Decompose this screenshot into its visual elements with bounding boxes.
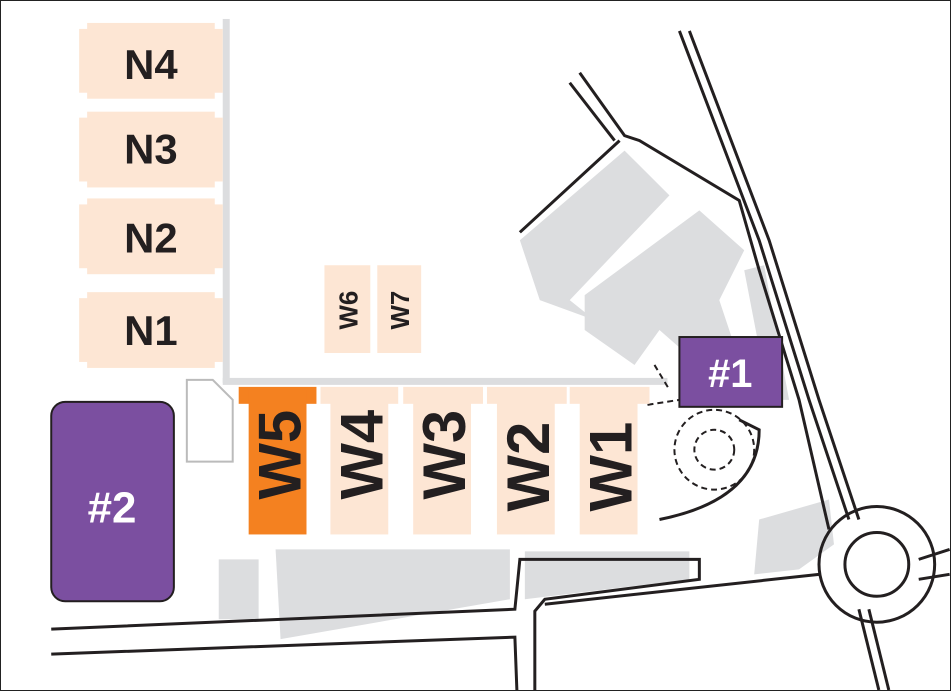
- building-label: W5: [247, 410, 314, 500]
- building-label: W7: [387, 291, 415, 330]
- parking-areas: [218, 150, 834, 640]
- roads: [51, 30, 950, 690]
- building-w7[interactable]: W7: [377, 265, 422, 353]
- building-n4[interactable]: N4: [79, 22, 223, 99]
- building-n3[interactable]: N3: [79, 111, 223, 188]
- marker-label: #1: [708, 352, 752, 396]
- building-label: W4: [328, 410, 395, 500]
- building-label: W2: [495, 422, 562, 512]
- building-label: W6: [335, 291, 363, 330]
- building-w1[interactable]: W1: [569, 386, 650, 535]
- building-w5[interactable]: W5: [238, 386, 317, 535]
- marker-2[interactable]: #2: [50, 400, 175, 603]
- wall-horizontal: [222, 377, 668, 385]
- building-label: N2: [124, 214, 178, 261]
- building-label: N3: [124, 126, 178, 173]
- building-label: W1: [578, 422, 645, 512]
- marker-label: #2: [88, 483, 137, 532]
- building-label: N1: [124, 307, 178, 354]
- building-w4[interactable]: W4: [320, 386, 399, 535]
- building-n2[interactable]: N2: [79, 198, 223, 275]
- building-label: W3: [411, 410, 478, 500]
- outline-building: [185, 378, 234, 463]
- marker-1[interactable]: #1: [678, 336, 784, 408]
- building-w6[interactable]: W6: [324, 265, 371, 353]
- building-w2[interactable]: W2: [486, 386, 567, 535]
- building-label: N4: [124, 41, 178, 88]
- wall-vertical: [222, 18, 230, 383]
- building-n1[interactable]: N1: [79, 292, 223, 368]
- building-w3[interactable]: W3: [403, 386, 483, 535]
